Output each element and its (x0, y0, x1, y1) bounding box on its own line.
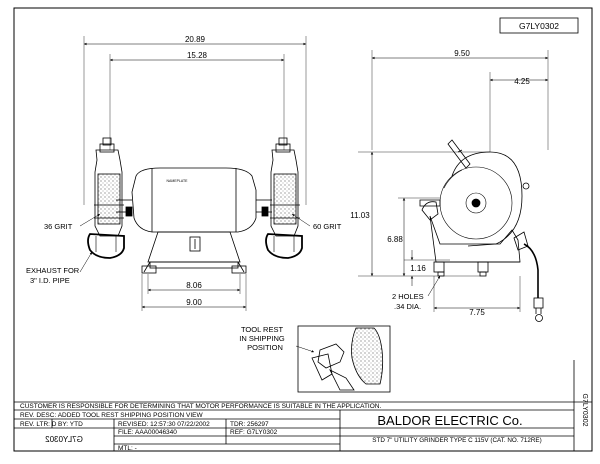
drawing-number: G7LY0302 (519, 21, 559, 31)
tool-rest-label-line3: POSITION (247, 343, 283, 352)
mtl: MTL: - (118, 445, 137, 452)
product-description: STD 7" UTILITY GRINDER TYPE C 115V (CAT.… (372, 437, 541, 444)
exhaust-label-line1: EXHAUST FOR (26, 266, 80, 275)
file-number: FILE: AAA00046340 (118, 429, 177, 436)
dim-side-depth: 9.50 (454, 49, 470, 58)
left-grit-label: 36 GRIT (44, 222, 73, 231)
ref-number: REF: G7LY0302 (230, 429, 278, 436)
dim-side-base: 7.75 (469, 308, 485, 317)
tool-rest-label-line2: IN SHIPPING (239, 334, 285, 343)
rev-by: BY: YTD (58, 421, 83, 428)
notice-text: CUSTOMER IS RESPONSIBLE FOR DETERMINING … (20, 403, 381, 410)
drawing-number-mirrored: G7LY0302 (45, 435, 83, 444)
exhaust-label-line2: 3" I.D. PIPE (30, 276, 70, 285)
side-view (358, 50, 549, 322)
dim-base-width: 8.06 (186, 281, 202, 290)
tool-rest-inset (295, 325, 391, 393)
right-grit-label: 60 GRIT (313, 222, 342, 231)
sheet-border (13, 7, 593, 452)
drawing-number-box: G7LY0302 (499, 17, 579, 34)
drawing-number-rotated: G7LY0302 (581, 394, 588, 427)
revised-date: REVISED: 12:57:30 07/22/2002 (118, 421, 210, 428)
dim-wheel-centers: 15.28 (187, 51, 208, 60)
dim-foot-height: 1.16 (410, 264, 426, 273)
dim-base-outer: 9.00 (186, 298, 202, 307)
tool-rest-label-line1: TOOL REST (241, 325, 284, 334)
dim-overall-width: 20.89 (185, 35, 206, 44)
front-view (79, 36, 311, 311)
holes-label-line2: .34 DIA. (394, 302, 421, 311)
dim-spindle-height: 6.88 (387, 235, 403, 244)
rev-desc: REV. DESC: ADDED TOOL REST SHIPPING POSI… (20, 412, 204, 419)
title-block (14, 360, 592, 451)
rev-ltr: REV. LTR: D (20, 421, 57, 428)
dim-side-offset: 4.25 (514, 77, 530, 86)
dim-height-total: 11.03 (350, 211, 370, 220)
holes-label-line1: 2 HOLES (392, 292, 424, 301)
company-name: BALDOR ELECTRIC Co. (377, 413, 522, 428)
nameplate-label: NAMEPLATE (167, 179, 189, 183)
tdr-number: TDR: 256297 (230, 421, 269, 428)
